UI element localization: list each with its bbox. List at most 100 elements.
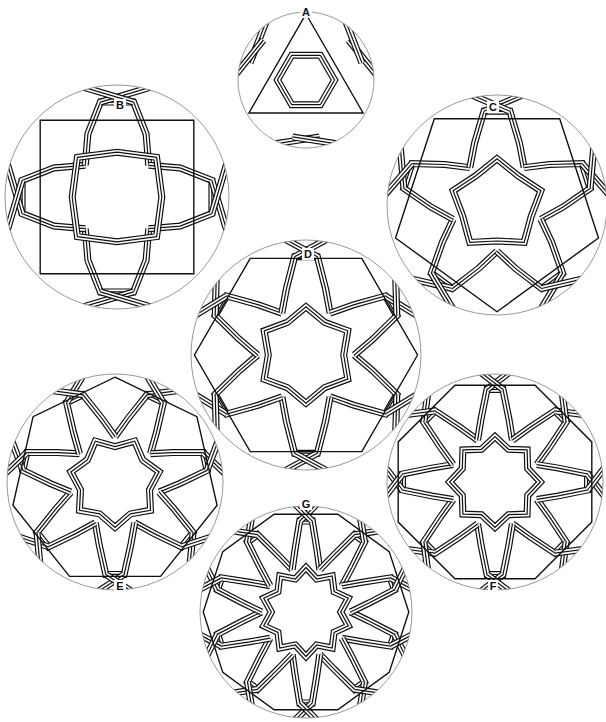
pattern-2 — [376, 90, 606, 320]
strap-center — [207, 431, 222, 471]
figure-letter: F — [488, 580, 499, 592]
strap-gap — [215, 266, 216, 316]
pattern-body — [379, 366, 606, 599]
strap-center — [264, 568, 349, 657]
construction-circle — [7, 374, 223, 590]
figure-letter: C — [487, 101, 499, 113]
strap-center — [277, 55, 334, 104]
strap-outer — [300, 703, 325, 722]
strap-gap — [395, 266, 396, 316]
strap-outer — [72, 152, 162, 242]
figure-letter: A — [300, 6, 312, 18]
strap-center — [590, 134, 595, 189]
strap-gap — [72, 152, 162, 242]
strap-center — [453, 159, 541, 243]
strap-center — [215, 394, 216, 444]
strap-center — [0, 453, 27, 483]
inscribed-polygon — [40, 120, 194, 274]
strap-outer — [41, 389, 83, 395]
construction-circle — [191, 240, 421, 470]
figure-letter: G — [300, 498, 313, 510]
pattern-body — [376, 90, 606, 320]
strap-center — [512, 411, 566, 465]
strap-gap — [264, 307, 348, 404]
strap-center — [264, 307, 348, 404]
strap-center — [141, 366, 163, 403]
strap-center — [376, 164, 412, 205]
strap-center — [391, 630, 422, 646]
strap-outer — [590, 134, 595, 189]
pattern-body — [231, 14, 381, 145]
strap-gap — [207, 431, 222, 471]
strap-gap — [450, 437, 541, 528]
strap-center — [37, 492, 95, 547]
strap-gap — [37, 492, 95, 547]
strap-center — [424, 411, 478, 465]
strap-center — [424, 499, 478, 553]
strap-gap — [424, 411, 478, 465]
strap-outer — [288, 497, 313, 521]
inscribed-polygon — [13, 377, 217, 576]
strap-gap — [8, 534, 48, 547]
strap-outer — [542, 276, 595, 288]
strap-center — [248, 682, 254, 716]
strap-outer — [399, 276, 452, 288]
strap-gap — [0, 453, 27, 483]
strap-center — [300, 703, 325, 722]
strap-gap — [376, 164, 412, 205]
strap-outer — [106, 574, 142, 597]
strap-outer — [460, 90, 510, 111]
strap-gap — [264, 568, 349, 657]
strap-gap — [248, 682, 254, 716]
strap-gap — [106, 574, 142, 597]
strap-gap — [512, 411, 566, 465]
strap-gap — [300, 703, 325, 722]
strap-gap — [342, 578, 394, 612]
strap-center — [191, 578, 222, 594]
strap-center — [72, 152, 162, 242]
strap-center — [106, 574, 142, 597]
strap-outer — [395, 266, 396, 316]
strap-outer — [8, 534, 48, 547]
strap-center — [342, 612, 394, 646]
strap-outer — [215, 394, 216, 444]
strap-outer — [359, 508, 365, 542]
construction-circle — [200, 506, 412, 718]
pattern-4 — [0, 366, 234, 598]
inscribed-polygon — [396, 119, 599, 312]
inscribed-polygon — [203, 514, 409, 710]
strap-center — [41, 389, 83, 395]
strap-outer — [191, 578, 222, 594]
strap-center — [218, 578, 270, 612]
strap-gap — [359, 508, 365, 542]
pattern-1 — [3, 83, 231, 311]
strap-outer — [141, 366, 163, 403]
pattern-6 — [191, 497, 421, 722]
strap-center — [8, 534, 48, 547]
strap-outer — [0, 453, 27, 483]
strap-outer — [424, 499, 478, 553]
strap-center — [135, 492, 193, 547]
construction-circle — [238, 12, 374, 148]
pattern-body — [191, 497, 421, 722]
pattern-5 — [379, 366, 606, 599]
strap-outer — [135, 492, 193, 547]
strap-center — [288, 497, 313, 521]
strap-outer — [182, 534, 222, 547]
strap-outer — [215, 266, 216, 316]
strap-gap — [424, 499, 478, 553]
strap-gap — [218, 612, 270, 646]
strap-outer — [218, 612, 270, 646]
construction-circle — [387, 374, 603, 590]
strap-outer — [342, 578, 394, 612]
strap-center — [399, 276, 452, 288]
strap-outer — [207, 431, 222, 471]
strap-center — [359, 508, 365, 542]
strap-gap — [399, 276, 452, 288]
strap-outer — [450, 437, 541, 528]
strap-center — [342, 578, 394, 612]
strap-gap — [391, 630, 422, 646]
inscribed-polygon — [249, 14, 363, 113]
